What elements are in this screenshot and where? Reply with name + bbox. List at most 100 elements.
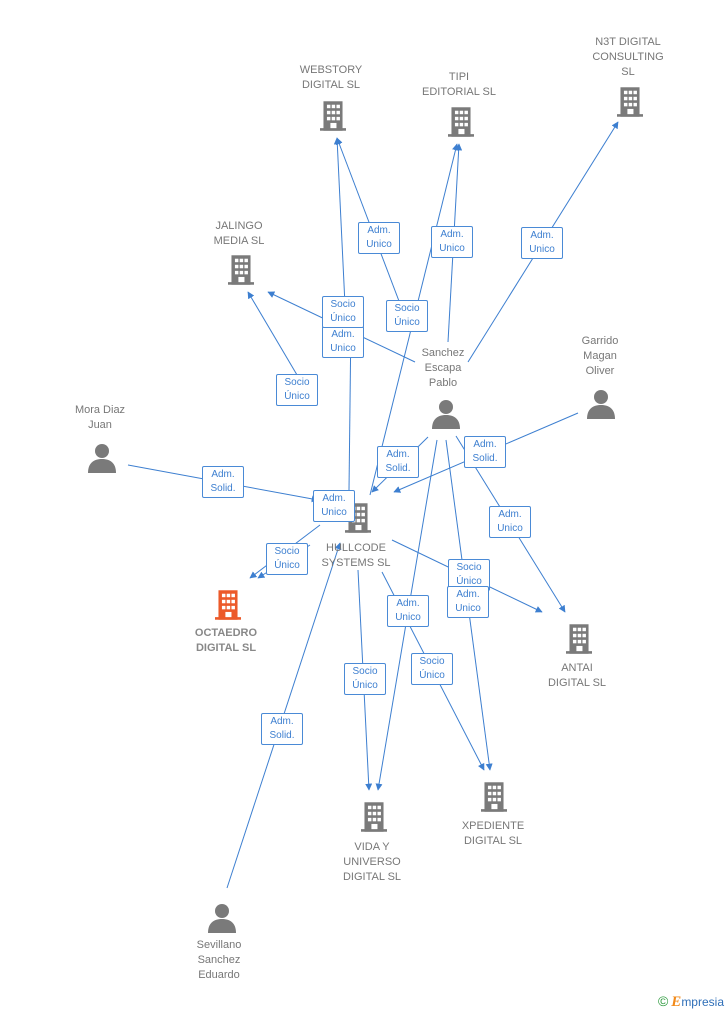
relation-label-line: Socio <box>284 377 310 388</box>
relation-label[interactable]: Adm. Unico <box>358 222 400 254</box>
node-label-line: DIGITAL SL <box>342 871 402 883</box>
node-label-line: TIPI <box>448 71 470 83</box>
relation-label-line: Adm. <box>456 589 480 600</box>
building-icon-octaedro[interactable] <box>215 590 241 620</box>
node-label-line: WEBSTORY <box>299 64 363 76</box>
node-label-line: Mora Diaz <box>74 404 126 416</box>
relation-label-line: Único <box>456 576 482 587</box>
relation-label-line: Adm. <box>440 229 464 240</box>
relation-label[interactable]: Adm. Unico <box>431 226 473 258</box>
relation-label-line: Solid. <box>385 463 411 474</box>
node-label-line: N3T DIGITAL <box>595 36 661 48</box>
node-label-line: UNIVERSO <box>343 856 401 868</box>
node-label-line: MEDIA SL <box>213 235 265 247</box>
node-label-webstory[interactable]: WEBSTORY DIGITAL SL <box>300 63 363 93</box>
relation-label[interactable]: Adm. Solid. <box>377 446 419 478</box>
building-icon-jalingo[interactable] <box>228 255 254 285</box>
node-label-line: SL <box>621 66 635 78</box>
node-label-line: Eduardo <box>198 969 240 981</box>
node-label-line: SYSTEMS SL <box>321 557 391 569</box>
relation-label[interactable]: Adm.Unico <box>447 586 489 618</box>
person-icon-garrido[interactable] <box>587 390 615 419</box>
person-icon-mora[interactable] <box>88 444 116 473</box>
building-icon-webstory[interactable] <box>320 101 346 131</box>
relation-label[interactable]: Adm. Unico <box>489 506 531 538</box>
building-icon-vida[interactable] <box>361 802 387 832</box>
relation-label-line: Único <box>284 391 310 402</box>
node-label-jalingo[interactable]: JALINGO MEDIA SL <box>214 219 265 249</box>
node-label-line: Oliver <box>585 365 615 377</box>
person-icon-sevillano[interactable] <box>208 904 236 933</box>
relation-label-line: Unico <box>321 507 347 518</box>
node-label-line: DIGITAL SL <box>463 835 523 847</box>
node-label-tipi[interactable]: TIPI EDITORIAL SL <box>422 70 496 100</box>
empresia-watermark[interactable]: ©Empresia <box>658 993 724 1011</box>
node-label-line: CONSULTING <box>592 51 664 63</box>
node-label-line: JALINGO <box>215 220 263 232</box>
relation-label-line: Solid. <box>472 453 498 464</box>
relation-label-line: Adm. <box>322 493 346 504</box>
relation-label-line: Adm. <box>367 225 391 236</box>
relation-label[interactable]: Adm.Unico <box>322 326 364 358</box>
relation-label[interactable]: Adm. Unico <box>521 227 563 259</box>
relation-label-line: Adm. <box>396 598 420 609</box>
node-label-line: Pablo <box>428 377 458 389</box>
relation-label[interactable]: Adm. Unico <box>313 490 355 522</box>
node-label-line: DIGITAL SL <box>301 79 361 91</box>
node-label-xpediente[interactable]: XPEDIENTE DIGITAL SL <box>462 819 524 849</box>
building-icon-tipi[interactable] <box>448 107 474 137</box>
node-label-line: HULLCODE <box>326 542 386 554</box>
relation-label-line: Socio <box>419 656 445 667</box>
relation-label-line: Unico <box>366 239 392 250</box>
relation-label-line: Único <box>352 680 378 691</box>
relation-label-line: Adm. <box>270 716 294 727</box>
relation-edge <box>333 137 346 306</box>
building-icon-antai[interactable] <box>566 624 592 654</box>
relation-label-line: Adm. <box>498 509 522 520</box>
building-icon-n3t[interactable] <box>617 87 643 117</box>
node-label-line: EDITORIAL SL <box>422 86 496 98</box>
relation-label[interactable]: Adm. Solid. <box>464 436 506 468</box>
relation-label[interactable]: Adm.Solid. <box>202 466 244 498</box>
relation-label[interactable]: Adm.Unico <box>387 595 429 627</box>
node-label-hullcode[interactable]: HULLCODE SYSTEMS SL <box>321 541 390 571</box>
node-label-n3t[interactable]: N3T DIGITAL CONSULTING SL <box>592 35 663 80</box>
relation-label-line: Unico <box>330 343 356 354</box>
relation-label-line: Adm. <box>473 439 497 450</box>
relation-label-line: Adm. <box>386 449 410 460</box>
empresia-logo-e: E <box>671 994 682 1010</box>
relation-label-line: Unico <box>529 244 555 255</box>
relation-label-line: Unico <box>439 243 465 254</box>
node-label-line: XPEDIENTE <box>461 820 525 832</box>
node-label-line: ANTAI <box>561 662 593 674</box>
node-label-line: Sanchez <box>421 347 465 359</box>
copyright-icon: © <box>657 993 669 1009</box>
relation-label-line: Único <box>330 313 356 324</box>
node-label-line: Escapa <box>424 362 462 374</box>
relation-label-line: Solid. <box>269 730 295 741</box>
relation-label-line: Unico <box>497 523 523 534</box>
relation-edge <box>247 291 301 381</box>
person-icon-sanchez[interactable] <box>432 400 460 429</box>
relation-label-line: Socio <box>330 299 356 310</box>
relation-label[interactable]: Adm. Solid. <box>261 713 303 745</box>
relation-label-line: Único <box>394 317 420 328</box>
building-icon-xpediente[interactable] <box>481 782 507 812</box>
relation-label-line: Adm. <box>530 230 554 241</box>
node-label-line: Juan <box>88 419 112 431</box>
